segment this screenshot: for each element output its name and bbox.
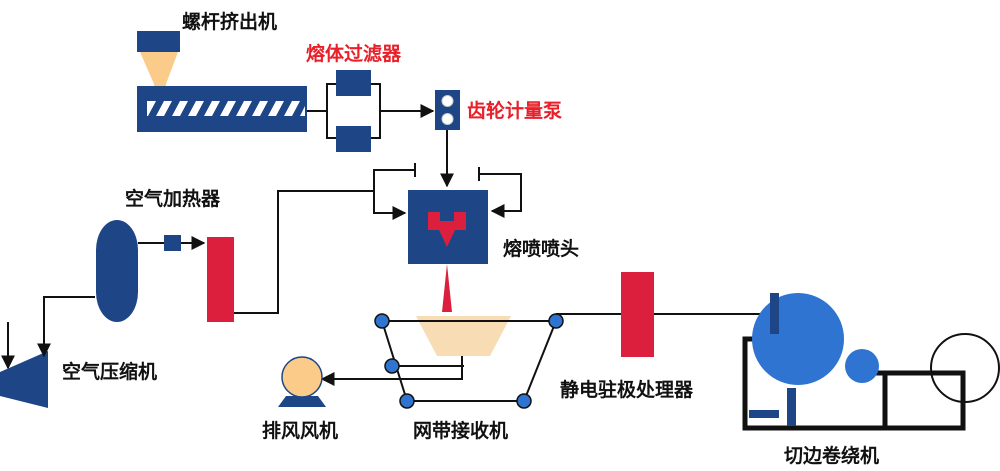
extruder-hopper-block (137, 31, 180, 52)
gear-pump-gear-bottom (441, 113, 454, 125)
exhaust-fan-rotor (281, 356, 323, 398)
die-melt-channel (428, 212, 466, 247)
winder-main-roll (752, 293, 844, 385)
gear-metering-pump: 齿轮计量泵 (435, 90, 562, 130)
exhaust-fan-base (278, 396, 326, 407)
melt-filter-label: 熔体过滤器 (306, 42, 402, 65)
air-valve (164, 235, 181, 251)
air-heater-body (207, 237, 234, 322)
winder-trim-knife-top (770, 293, 779, 334)
melt-filter-top (336, 70, 371, 96)
winder-outline-roll (930, 333, 1000, 403)
gear-pump-gear-top (441, 95, 454, 107)
winder-edge-tray (749, 410, 779, 418)
extruder-screw-flights (148, 101, 305, 116)
belt-roller-top-right (548, 313, 564, 329)
mesh-belt-receiver: 网带接收机 (374, 313, 564, 442)
air-tank (96, 220, 138, 322)
extruder-hopper-funnel (140, 52, 178, 106)
air-compressor: 空气压缩机 (0, 322, 157, 408)
melt-filter-bypass-right (371, 83, 381, 139)
receiver-suction-hood (416, 316, 511, 356)
belt-roller-bottom-right (516, 393, 532, 409)
air-heater-label: 空气加热器 (125, 187, 221, 210)
air-heater: 空气加热器 (125, 187, 234, 322)
air-compressor-label: 空气压缩机 (62, 360, 157, 383)
flow-heater-to-die (234, 190, 374, 314)
exhaust-fan: 排风风机 (262, 356, 338, 442)
die-fiber-jet (442, 264, 452, 312)
gear-metering-pump-label: 齿轮计量泵 (467, 99, 562, 122)
meltblown-die-label: 熔喷喷头 (503, 237, 579, 260)
flow-hood-to-fan (320, 356, 463, 386)
flow-compressor-to-tank (37, 296, 95, 358)
meltblown-die: 熔喷喷头 (408, 190, 579, 312)
melt-filter: 熔体过滤器 (306, 42, 402, 152)
screw-extruder: 螺杆挤出机 (137, 10, 307, 132)
winder-trim-knife-bottom (787, 388, 796, 426)
air-feed-right-branch (479, 173, 522, 218)
electret-treater: 静电驻极处理器 (560, 272, 694, 401)
compressor-body (0, 351, 48, 408)
belt-roller-middle-left (384, 358, 400, 374)
exhaust-fan-label: 排风风机 (262, 419, 338, 442)
winder-frame-right (848, 370, 966, 431)
mesh-belt-receiver-label: 网带接收机 (413, 419, 508, 442)
edge-trim-winder-label: 切边卷绕机 (784, 444, 879, 467)
electret-treater-body (621, 272, 654, 357)
melt-filter-bottom (336, 126, 371, 152)
melt-filter-bypass-left (326, 83, 336, 139)
electret-treater-label: 静电驻极处理器 (560, 378, 694, 401)
belt-roller-bottom-left (399, 393, 415, 409)
belt-roller-top-left (374, 313, 390, 329)
edge-trim-winder: 切边卷绕机 (742, 293, 1000, 467)
screw-extruder-label: 螺杆挤出机 (182, 10, 277, 33)
winder-secondary-roll (845, 349, 879, 383)
